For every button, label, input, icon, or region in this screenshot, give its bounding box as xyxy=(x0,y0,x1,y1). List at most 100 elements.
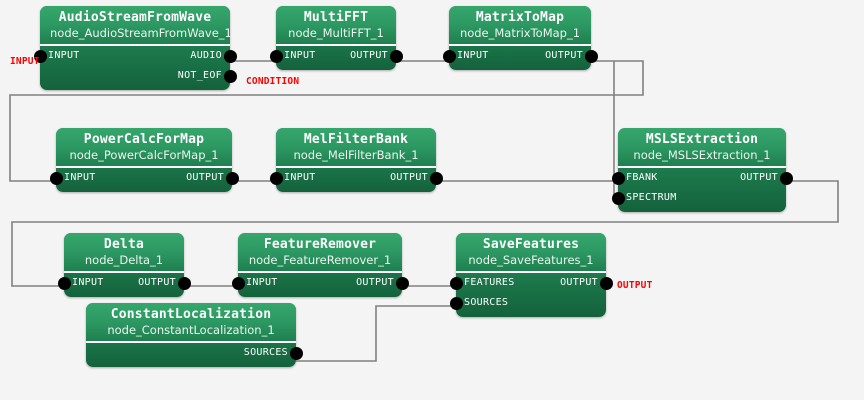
output-port-label[interactable]: OUTPUT xyxy=(356,277,394,288)
port-row: INPUT OUTPUT xyxy=(276,168,436,188)
output-port-dot[interactable] xyxy=(599,276,613,290)
input-port-label[interactable]: SPECTRUM xyxy=(626,192,677,203)
output-port-label[interactable]: OUTPUT xyxy=(560,277,598,288)
node-ports: INPUT OUTPUT xyxy=(238,273,402,297)
input-port-dot[interactable] xyxy=(49,171,63,185)
input-port-dot[interactable] xyxy=(611,171,625,185)
output-port-label[interactable]: OUTPUT xyxy=(545,50,583,61)
node-title: Delta xyxy=(103,237,145,252)
input-port-dot[interactable] xyxy=(269,49,283,63)
node-instance-name: node_FeatureRemover_1 xyxy=(248,253,392,267)
node-instance-name: node_SaveFeatures_1 xyxy=(468,253,594,267)
node-bottom-pad xyxy=(449,66,591,70)
input-port-label[interactable]: INPUT xyxy=(48,50,80,61)
node-ports: FBANK OUTPUT SPECTRUM xyxy=(618,168,786,212)
node-title: MSLSExtraction xyxy=(645,132,759,147)
node-ports: INPUT OUTPUT xyxy=(56,168,232,192)
output-port-dot[interactable] xyxy=(389,49,403,63)
output-port-dot[interactable] xyxy=(429,171,443,185)
node-ports: INPUT OUTPUT xyxy=(276,46,396,70)
output-port-dot[interactable] xyxy=(289,346,303,360)
port-row: FEATURES OUTPUT xyxy=(456,273,606,293)
node-ports: INPUT OUTPUT xyxy=(449,46,591,70)
output-port-dot[interactable] xyxy=(223,69,237,83)
node-ports: INPUT AUDIO NOT_EOF xyxy=(40,46,230,90)
node-ports: INPUT OUTPUT xyxy=(64,273,184,297)
external-port-label: CONDITION xyxy=(246,76,300,87)
node-bottom-pad xyxy=(64,293,184,297)
input-port-label[interactable]: INPUT xyxy=(457,50,489,61)
input-port-dot[interactable] xyxy=(57,276,71,290)
input-port-label[interactable]: FEATURES xyxy=(464,277,515,288)
output-port-dot[interactable] xyxy=(584,49,598,63)
port-row: SPECTRUM xyxy=(618,188,786,208)
port-row: INPUT OUTPUT xyxy=(276,46,396,66)
input-port-dot[interactable] xyxy=(231,276,245,290)
external-port-label: OUTPUT xyxy=(617,280,653,291)
input-port-label[interactable]: INPUT xyxy=(246,277,278,288)
input-port-dot[interactable] xyxy=(33,49,47,63)
input-port-dot[interactable] xyxy=(269,171,283,185)
port-row: INPUT OUTPUT xyxy=(56,168,232,188)
node-bottom-pad xyxy=(56,188,232,192)
node-title: FeatureRemover xyxy=(263,237,377,252)
output-port-label[interactable]: SOURCES xyxy=(243,347,288,358)
wire xyxy=(9,60,644,182)
external-port-label: INPUT xyxy=(10,56,40,67)
port-row: INPUT AUDIO xyxy=(40,46,230,66)
output-port-label[interactable]: NOT_EOF xyxy=(177,70,222,81)
input-port-dot[interactable] xyxy=(449,276,463,290)
input-port-dot[interactable] xyxy=(442,49,456,63)
node-instance-name: node_AudioStreamFromWave_1 xyxy=(50,26,230,40)
output-port-dot[interactable] xyxy=(395,276,409,290)
port-row: INPUT OUTPUT xyxy=(64,273,184,293)
output-port-label[interactable]: OUTPUT xyxy=(138,277,176,288)
output-port-label[interactable]: OUTPUT xyxy=(186,172,224,183)
wire xyxy=(11,180,839,287)
node-bottom-pad xyxy=(86,363,296,367)
output-port-dot[interactable] xyxy=(779,171,793,185)
input-port-label[interactable]: INPUT xyxy=(64,172,96,183)
output-port-dot[interactable] xyxy=(223,49,237,63)
input-port-label[interactable]: INPUT xyxy=(284,50,316,61)
node-instance-name: node_ConstantLocalization_1 xyxy=(107,323,275,337)
input-port-dot[interactable] xyxy=(611,191,625,205)
node-title: AudioStreamFromWave xyxy=(58,10,212,25)
output-port-label[interactable]: OUTPUT xyxy=(350,50,388,61)
input-port-label[interactable]: INPUT xyxy=(72,277,104,288)
input-port-label[interactable]: FBANK xyxy=(626,172,658,183)
output-port-label[interactable]: OUTPUT xyxy=(390,172,428,183)
output-port-label[interactable]: AUDIO xyxy=(190,50,222,61)
output-port-dot[interactable] xyxy=(177,276,191,290)
port-row: FBANK OUTPUT xyxy=(618,168,786,188)
input-port-label[interactable]: INPUT xyxy=(284,172,316,183)
output-port-dot[interactable] xyxy=(225,171,239,185)
node-ports: SOURCES xyxy=(86,343,296,367)
node-bottom-pad xyxy=(618,208,786,212)
port-row: SOURCES xyxy=(86,343,296,363)
input-port-dot[interactable] xyxy=(449,296,463,310)
output-port-label[interactable]: OUTPUT xyxy=(740,172,778,183)
input-port-label[interactable]: SOURCES xyxy=(464,297,509,308)
